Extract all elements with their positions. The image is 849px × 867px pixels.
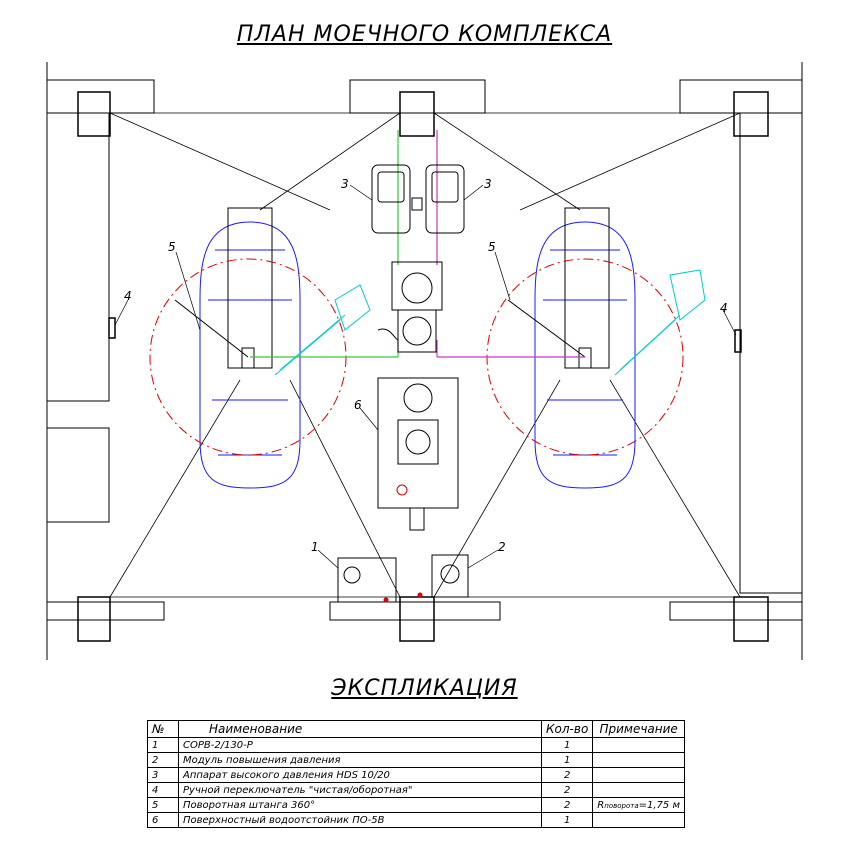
callout-2: 2 <box>498 540 506 554</box>
callout-5-right: 5 <box>488 240 496 254</box>
callout-4-left: 4 <box>124 289 132 303</box>
building-walls <box>46 62 803 660</box>
table-row: 2 Модуль повышения давления 1 <box>147 752 685 768</box>
table-header-row: № Наименование Кол-во Примечание <box>147 720 685 738</box>
row-note: Rповорота=1,75 м <box>592 797 685 813</box>
boom-pivot-left <box>241 347 255 369</box>
table-row: 4 Ручной переключатель "чистая/оборотная… <box>147 782 685 798</box>
row-note <box>592 782 685 798</box>
callout-3-right: 3 <box>484 177 492 191</box>
row-name: СОРВ-2/130-Р <box>177 737 543 753</box>
sediment-tank <box>377 377 459 531</box>
row-note <box>592 812 685 828</box>
callout-1: 1 <box>311 540 319 554</box>
callout-labels: 5 5 3 3 4 4 6 1 2 <box>124 177 728 554</box>
row-qty: 1 <box>541 752 594 768</box>
callout-leaders <box>114 184 737 569</box>
equipment-bottom <box>337 554 469 603</box>
note-val: =1,75 м <box>638 799 680 811</box>
row-note <box>592 752 685 768</box>
row-qty: 2 <box>541 782 594 798</box>
pressure-washers <box>371 164 465 234</box>
boom-guns <box>274 269 706 376</box>
row-no: 4 <box>147 782 179 798</box>
header-no: № <box>147 720 179 738</box>
row-no: 6 <box>147 812 179 828</box>
row-no: 2 <box>147 752 179 768</box>
row-qty: 2 <box>541 767 594 783</box>
row-qty: 1 <box>541 812 594 828</box>
callout-4-right: 4 <box>720 301 728 315</box>
table-row: 3 Аппарат высокого давления HDS 10/20 2 <box>147 767 685 783</box>
row-note <box>592 737 685 753</box>
row-no: 1 <box>147 737 179 753</box>
row-qty: 1 <box>541 737 594 753</box>
callout-6: 6 <box>354 398 362 412</box>
row-name: Ручной переключатель "чистая/оборотная" <box>177 782 543 798</box>
row-no: 5 <box>147 797 179 813</box>
car-left <box>199 207 301 489</box>
header-qty: Кол-во <box>541 720 594 738</box>
boom-pivot-right <box>578 347 592 369</box>
explication-title: ЭКСПЛИКАЦИЯ <box>331 676 518 701</box>
floor-plan: 5 5 3 3 4 4 6 1 2 <box>46 62 803 660</box>
row-qty: 2 <box>541 797 594 813</box>
boom-radius <box>149 258 684 456</box>
row-name: Поворотная штанга 360° <box>177 797 543 813</box>
callout-3-left: 3 <box>341 177 349 191</box>
note-sub: поворота <box>604 801 639 810</box>
explication-table: № Наименование Кол-во Примечание 1 СОРВ-… <box>147 720 685 828</box>
boom-arms <box>174 299 586 358</box>
recycled-water-pipes <box>436 130 585 358</box>
row-note <box>592 767 685 783</box>
central-unit <box>377 261 443 353</box>
table-row: 6 Поверхностный водоотстойник ПО-5В 1 <box>147 812 685 828</box>
table-row: 1 СОРВ-2/130-Р 1 <box>147 737 685 753</box>
row-name: Аппарат высокого давления HDS 10/20 <box>177 767 543 783</box>
callout-5-left: 5 <box>168 240 176 254</box>
row-name: Поверхностный водоотстойник ПО-5В <box>177 812 543 828</box>
switches <box>108 317 742 353</box>
table-row: 5 Поворотная штанга 360° 2 Rповорота=1,7… <box>147 797 685 813</box>
header-name: Наименование <box>177 720 543 738</box>
plan-title: ПЛАН МОЕЧНОГО КОМПЛЕКСА <box>236 22 613 47</box>
roof-lines <box>109 112 741 598</box>
note-r: R <box>597 799 605 811</box>
header-note: Примечание <box>592 720 685 738</box>
row-no: 3 <box>147 767 179 783</box>
row-name: Модуль повышения давления <box>177 752 543 768</box>
